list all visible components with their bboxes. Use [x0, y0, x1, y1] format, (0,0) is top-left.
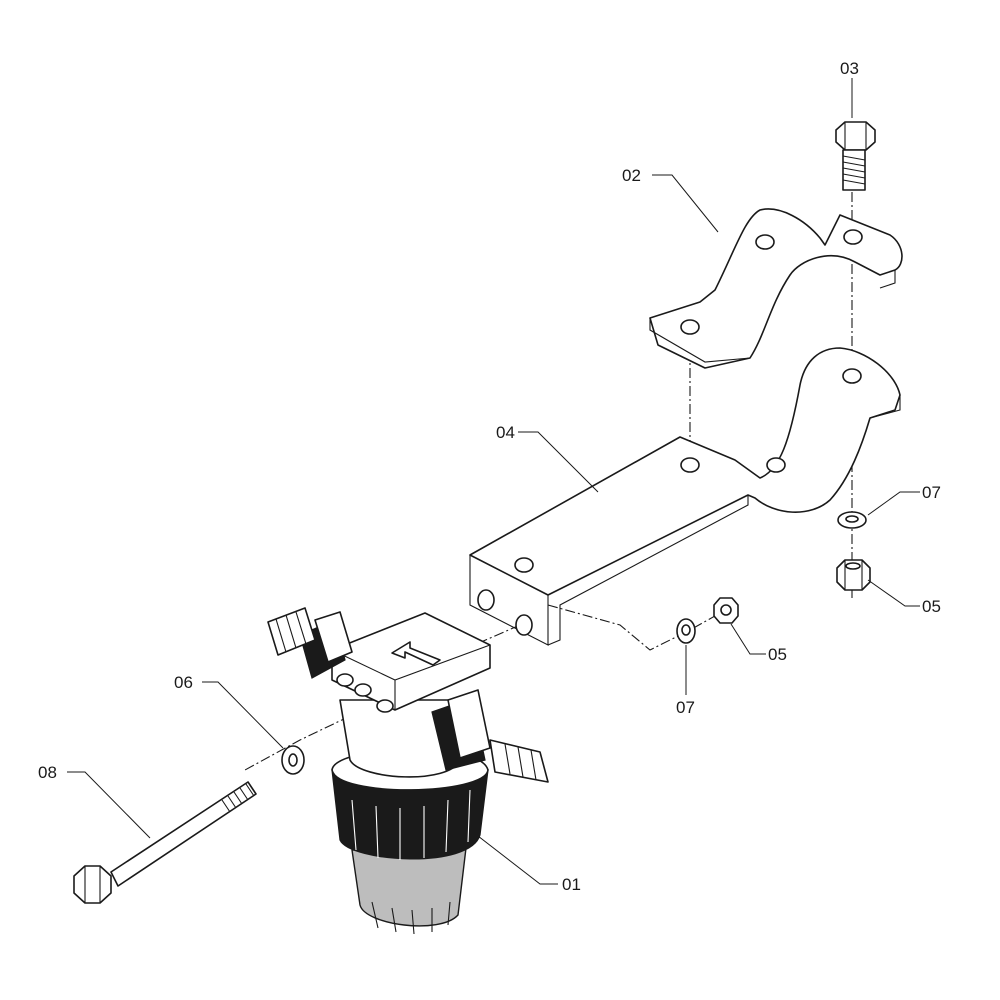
leader-lines — [67, 78, 920, 885]
callout-02: 02 — [622, 166, 641, 185]
callout-labels: 03 02 04 07 05 05 07 06 08 01 — [38, 59, 941, 894]
callout-08: 08 — [38, 763, 57, 782]
long-hex-bolt — [73, 781, 257, 904]
washer-small — [281, 745, 305, 775]
callout-05-right: 05 — [922, 597, 941, 616]
hex-nut-middle — [713, 597, 739, 624]
pipe-clamp-upper — [649, 208, 903, 369]
callout-04: 04 — [496, 423, 515, 442]
filter-assembly — [267, 607, 549, 935]
hex-nut-right — [836, 559, 871, 591]
mounting-bracket — [469, 347, 901, 646]
callout-06: 06 — [174, 673, 193, 692]
callout-07-right: 07 — [922, 483, 941, 502]
callout-01: 01 — [562, 875, 581, 894]
washer-middle — [676, 618, 696, 644]
hex-bolt-top — [835, 121, 876, 191]
callout-07-middle: 07 — [676, 698, 695, 717]
callout-05-middle: 05 — [768, 645, 787, 664]
callout-03: 03 — [840, 59, 859, 78]
washer-right — [837, 511, 867, 529]
